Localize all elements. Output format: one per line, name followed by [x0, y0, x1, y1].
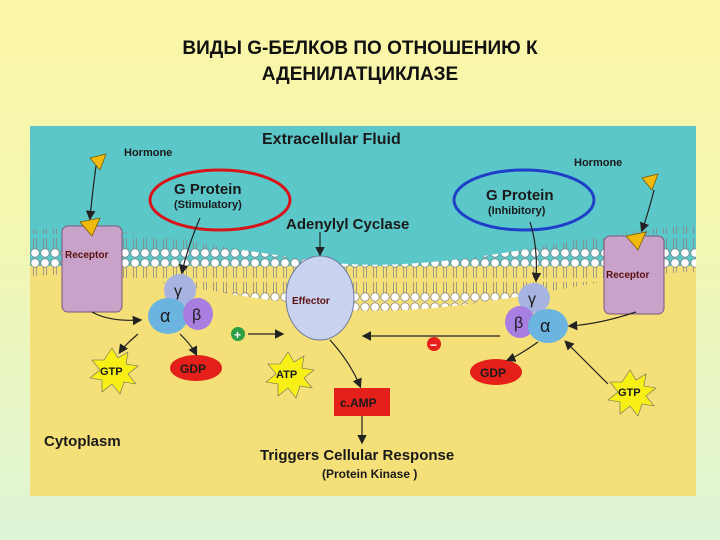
g-protein-diagram: Extracellular Fluid Cytoplasm Hormone Ho…	[30, 126, 696, 496]
beta-right	[505, 306, 535, 338]
receptor-left-label: Receptor	[65, 250, 108, 261]
inhibitory-ring	[452, 168, 596, 232]
slide-title-line-1: ВИДЫ G-БЕЛКОВ ПО ОТНОШЕНИЮ К	[182, 38, 538, 59]
effector-label: Effector	[292, 296, 330, 307]
camp-label: c.AMP	[340, 396, 377, 410]
gtp-left-label: GTP	[100, 366, 123, 378]
atp-label: ATP	[276, 369, 297, 381]
plus-sign: +	[234, 328, 241, 342]
receptor-left	[61, 225, 123, 313]
receptor-right-label: Receptor	[606, 270, 649, 281]
hormone-right-label: Hormone	[574, 157, 622, 169]
hormone-right-icon	[641, 173, 659, 191]
gtp-right-label: GTP	[618, 387, 641, 399]
gamma-left-label: γ	[174, 283, 182, 300]
response-line-1: Triggers Cellular Response	[260, 447, 454, 464]
g-protein-inh-sub: (Inhibitory)	[488, 205, 546, 217]
alpha-left	[148, 298, 188, 334]
adenylyl-cyclase-label: Adenylyl Cyclase	[286, 216, 409, 233]
beta-left-label: β	[192, 307, 201, 324]
gtp-right-burst	[607, 369, 657, 417]
alpha-left-label: α	[160, 306, 170, 326]
atp-burst	[265, 351, 315, 399]
beta-left	[183, 298, 213, 330]
camp-box	[334, 388, 390, 416]
slide-title: ВИДЫ G-БЕЛКОВ ПО ОТНОШЕНИЮ К АДЕНИЛАТЦИК…	[0, 36, 720, 88]
gdp-left	[170, 355, 222, 381]
minus-icon	[427, 337, 441, 351]
gdp-right	[470, 359, 522, 385]
extracellular-label: Extracellular Fluid	[262, 131, 401, 148]
cytoplasm-label: Cytoplasm	[44, 433, 121, 450]
response-line-2: (Protein Kinase )	[322, 467, 417, 481]
gdp-left-label: GDP	[180, 362, 206, 376]
beta-right-label: β	[514, 315, 523, 332]
g-protein-inh-title: G Protein	[486, 187, 554, 204]
gamma-left	[164, 274, 196, 306]
alpha-right	[528, 309, 568, 343]
minus-sign: −	[430, 338, 437, 352]
gamma-right	[518, 283, 550, 313]
gdp-right-label: GDP	[480, 366, 506, 380]
gtp-left-burst	[89, 347, 139, 395]
hormone-left-label: Hormone	[124, 147, 172, 159]
hormone-left-icon	[89, 153, 107, 171]
gamma-right-label: γ	[528, 291, 536, 308]
slide-title-line-2: АДЕНИЛАТЦИКЛАЗЕ	[261, 64, 459, 85]
alpha-right-label: α	[540, 316, 550, 336]
pathway-arrows	[85, 165, 655, 445]
stimulatory-ring	[148, 168, 292, 232]
g-protein-stim-sub: (Stimulatory)	[174, 199, 242, 211]
g-protein-stim-title: G Protein	[174, 181, 242, 198]
plus-icon	[231, 327, 245, 341]
receptor-right-hormone-icon	[625, 231, 647, 251]
